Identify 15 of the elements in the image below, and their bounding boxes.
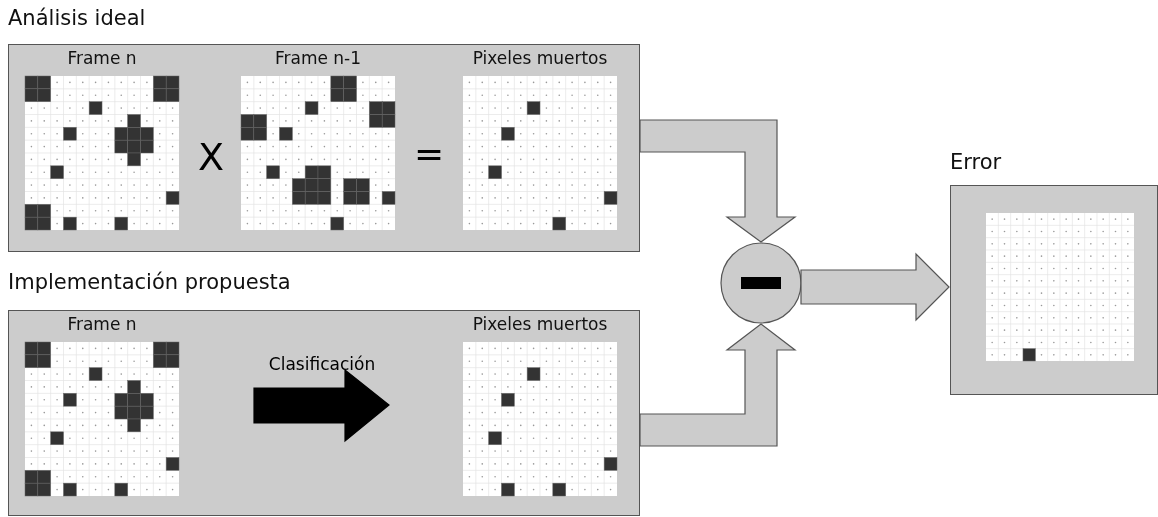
section-heading: Implementación propuesta [8,270,291,294]
grid-title: Pixeles muertos [471,48,609,68]
arrow [253,368,390,443]
block-arrow [639,119,797,243]
block-arrow [800,252,950,322]
grid-title: Frame n-1 [273,48,363,68]
grid-title: Pixeles muertos [471,314,609,334]
grid-title: Frame n [66,48,138,68]
block-arrow [639,323,797,447]
grid-title: Frame n [66,314,138,334]
section-heading: Error [950,150,1002,174]
section-heading: Análisis ideal [8,6,146,30]
operator-symbol: = [414,136,445,172]
operator-symbol: X [198,138,225,176]
edge-label: Clasificación [267,354,377,374]
